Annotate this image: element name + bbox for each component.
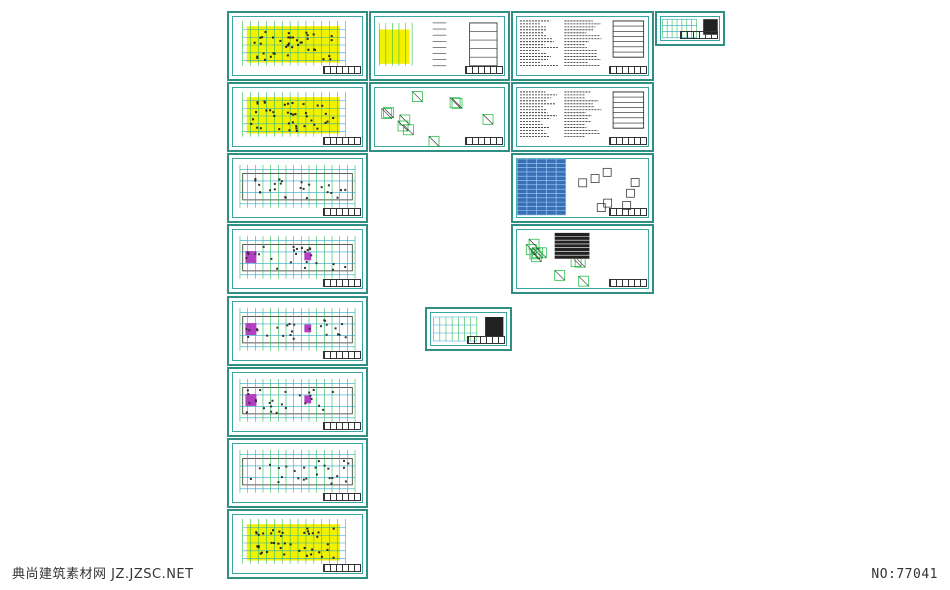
sheet-inner-border (660, 16, 720, 41)
sheet-small-detail[interactable] (655, 11, 725, 46)
sheet-construction-details[interactable] (369, 82, 510, 152)
sheet-inner-border (374, 87, 505, 147)
sheet-inner-border (516, 158, 649, 218)
title-block (323, 351, 361, 359)
title-block (323, 137, 361, 145)
sheet-floor-plan-5[interactable] (227, 438, 368, 508)
sheet-drawing (516, 158, 640, 216)
sheet-drawing (239, 307, 356, 351)
sheet-drawing (378, 22, 498, 67)
sheet-drawing (519, 20, 645, 66)
sheet-drawing (242, 20, 346, 66)
sheet-inner-border (232, 16, 363, 76)
sheet-floor-plan-4[interactable] (227, 367, 368, 437)
sheet-drawing (239, 235, 356, 279)
sheet-inner-border (232, 514, 363, 574)
sheet-drawing (239, 449, 356, 493)
title-block (609, 208, 647, 216)
sheet-inner-border (374, 16, 505, 76)
sheet-floor-plan-2[interactable] (227, 224, 368, 294)
sheet-drawing (433, 316, 504, 342)
sheet-inner-border (232, 158, 363, 218)
sheet-inner-border (516, 87, 649, 147)
sheet-section-elevation[interactable] (369, 11, 510, 81)
watermark-site-name: 典尚建筑素材网 JZ.JZSC.NET (12, 567, 194, 582)
title-block (465, 66, 503, 74)
title-block (680, 31, 718, 39)
title-block (465, 137, 503, 145)
sheet-drawing (525, 232, 590, 287)
sheet-inner-border (516, 16, 649, 76)
sheet-inner-border (232, 443, 363, 503)
sheet-door-window-tables[interactable] (511, 82, 654, 152)
sheet-drawing (381, 91, 494, 147)
title-block (609, 137, 647, 145)
sheet-drawing (239, 378, 356, 422)
title-block (323, 279, 361, 287)
title-block (467, 336, 505, 344)
sheet-unit-plan[interactable] (425, 307, 512, 351)
sheet-detail-table[interactable] (511, 224, 654, 294)
sheet-drawing (242, 91, 346, 137)
title-block (609, 279, 647, 287)
sheet-inner-border (516, 229, 649, 289)
sheet-inner-border (430, 312, 507, 346)
sheet-general-notes[interactable] (511, 11, 654, 81)
sheet-drawing (661, 18, 718, 39)
sheet-floor-plan-3[interactable] (227, 296, 368, 366)
sheet-inner-border (232, 301, 363, 361)
sheet-inner-border (232, 229, 363, 289)
sheet-drawing (239, 164, 356, 208)
sheet-elevation-1[interactable] (227, 11, 368, 81)
sheet-drawing (242, 518, 346, 564)
sheet-floor-plan-1[interactable] (227, 153, 368, 223)
sheet-elevation-2[interactable] (227, 82, 368, 152)
watermark-number: NO:77041 (871, 567, 938, 582)
title-block (323, 493, 361, 501)
title-block (609, 66, 647, 74)
title-block (323, 66, 361, 74)
sheet-inner-border (232, 372, 363, 432)
sheet-roof-plan[interactable] (227, 509, 368, 579)
sheet-schedule[interactable] (511, 153, 654, 223)
title-block (323, 208, 361, 216)
sheet-inner-border (232, 87, 363, 147)
sheet-drawing (519, 91, 645, 137)
title-block (323, 564, 361, 572)
title-block (323, 422, 361, 430)
